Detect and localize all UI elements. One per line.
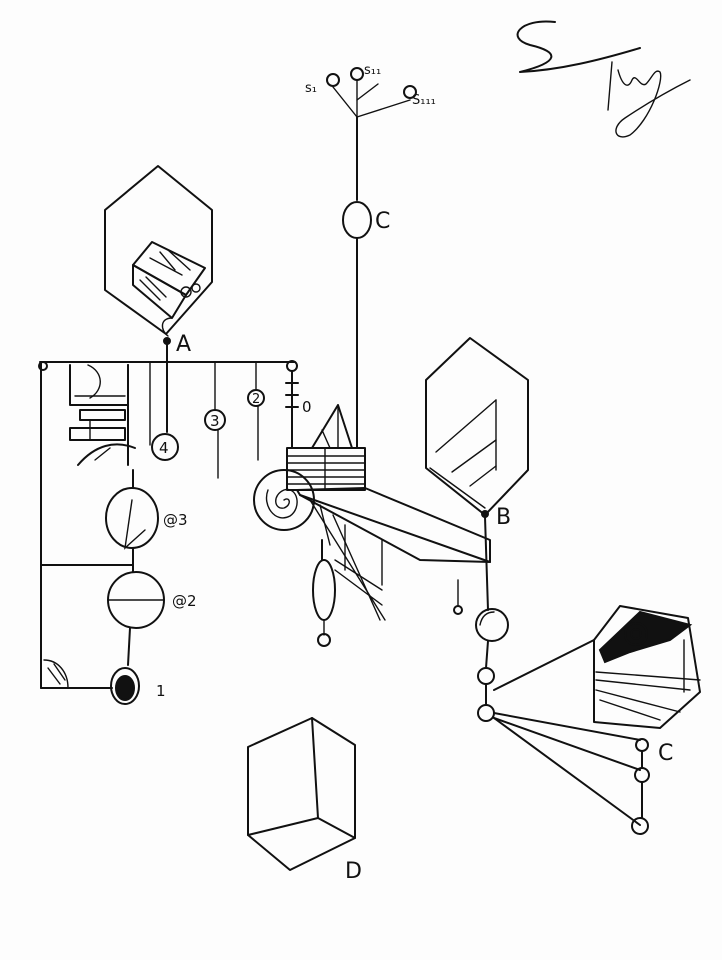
long-bob: [312, 559, 336, 621]
hexagon-a: A: [104, 165, 213, 357]
s1-bob: [326, 73, 340, 87]
label-0: 0: [302, 398, 312, 416]
hexagon-b: B: [425, 337, 529, 722]
bob-b: [475, 608, 509, 642]
center-assembly: [253, 404, 491, 647]
label-s2: s₁₁: [364, 63, 381, 78]
bob-at2: [107, 571, 165, 629]
left-frame: 4 3 2 0 @3 @2: [38, 342, 312, 705]
label-1: 1: [156, 682, 166, 700]
bob-4: [151, 433, 179, 461]
label-s3: S₁₁₁: [412, 93, 436, 108]
bob-3-small: [204, 409, 226, 431]
label-a: A: [176, 332, 191, 357]
top-branch: s₁ s₁₁ S₁₁₁ C: [305, 63, 436, 449]
c-top-bob: [342, 201, 372, 239]
label-4: 4: [159, 439, 169, 457]
bob-at3: [105, 487, 159, 549]
label-b: B: [496, 505, 511, 530]
s3-bob: [403, 85, 417, 99]
bob-1: [110, 667, 140, 705]
label-at3: @3: [163, 511, 188, 529]
label-2-small: 2: [252, 392, 260, 407]
label-c-right: C: [658, 741, 673, 766]
label-d: D: [345, 859, 362, 884]
cube-d: D: [247, 717, 362, 884]
label-s1: s₁: [305, 81, 317, 96]
label-at2: @2: [172, 592, 197, 610]
signature-mark: [516, 20, 691, 138]
hexagon-c-right: C: [493, 605, 701, 835]
s2-bob: [350, 67, 364, 81]
bob-2-small: [247, 389, 265, 407]
label-c-top: C: [375, 209, 390, 234]
label-3-small: 3: [210, 412, 220, 430]
